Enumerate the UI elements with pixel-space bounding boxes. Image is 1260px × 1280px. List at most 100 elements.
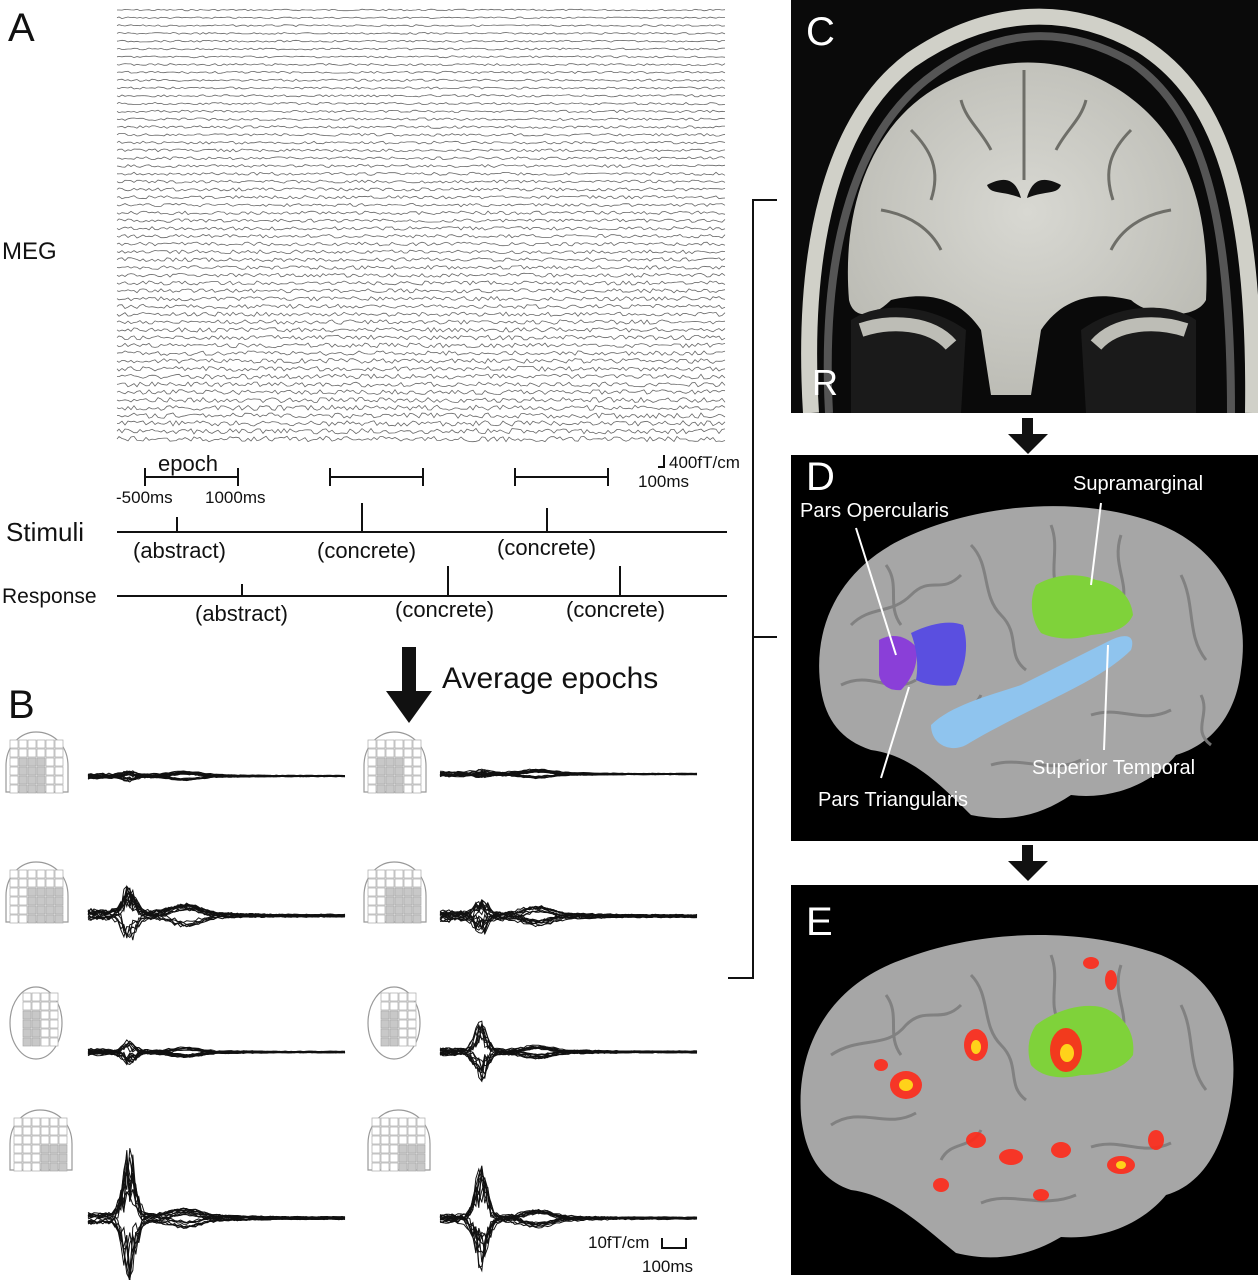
meg-trace	[116, 133, 726, 137]
meg-trace	[116, 427, 726, 435]
mri-side-label: R	[812, 362, 838, 403]
meg-label: MEG	[2, 238, 57, 265]
meg-trace	[116, 295, 726, 302]
meg-scale-time: 100ms	[638, 472, 690, 491]
meg-trace	[116, 350, 726, 356]
label-superior-temporal: Superior Temporal	[1032, 757, 1196, 779]
meg-trace	[116, 264, 726, 270]
meg-scale-amp: 400fT/cm	[669, 453, 740, 472]
arrow-c-to-d-icon	[1008, 418, 1048, 454]
panel-c-letter: C	[806, 10, 835, 54]
meg-scale-bar	[658, 455, 665, 468]
supramarginal-region	[1031, 575, 1133, 639]
average-trace	[439, 901, 698, 923]
meg-trace	[116, 241, 726, 247]
meg-trace	[116, 55, 726, 59]
meg-trace	[116, 63, 726, 67]
meg-trace	[116, 357, 726, 364]
meg-trace	[116, 117, 726, 121]
meg-trace	[116, 140, 726, 145]
average-trace	[87, 1217, 346, 1280]
meg-trace	[116, 272, 726, 278]
meg-trace	[117, 373, 726, 380]
meg-trace	[116, 396, 726, 404]
sensor-helmet-icon	[367, 1109, 431, 1172]
pars-opercularis-region	[879, 635, 917, 691]
meg-trace	[116, 47, 726, 51]
meg-trace	[116, 78, 726, 82]
meg-trace	[116, 109, 726, 114]
meg-trace	[116, 101, 726, 106]
panel-a-letter: A	[8, 6, 35, 50]
response-event-3: (concrete)	[566, 597, 666, 622]
meg-trace	[116, 381, 726, 388]
meg-trace	[116, 156, 726, 161]
leader-pars-opercularis	[855, 527, 897, 656]
average-trace	[439, 1180, 698, 1220]
meg-trace	[116, 334, 726, 341]
average-trace	[87, 913, 346, 939]
superior-temporal-region	[931, 636, 1133, 749]
leader-pars-triangularis	[880, 686, 910, 779]
meg-trace	[116, 187, 726, 192]
panel-d-letter: D	[806, 455, 835, 499]
arrow-d-to-e-icon	[1008, 845, 1048, 881]
epoch-start-label: -500ms	[116, 488, 173, 507]
avg-scale-amp: 10fT/cm	[588, 1233, 650, 1252]
average-trace	[439, 768, 697, 775]
average-trace	[87, 891, 346, 916]
epoch-bracket-3	[514, 468, 609, 486]
stimulus-event-1: (abstract)	[133, 538, 226, 563]
activation-peaks	[899, 1040, 1126, 1169]
panel-b-letter: B	[8, 683, 35, 727]
meg-trace	[116, 70, 726, 74]
stimuli-label: Stimuli	[6, 517, 85, 547]
average-trace	[87, 1044, 346, 1057]
panel-a-figure	[116, 8, 727, 597]
label-pars-triangularis: Pars Triangularis	[818, 789, 969, 811]
average-trace	[439, 1023, 698, 1054]
sensor-helmets	[5, 731, 431, 1172]
response-label: Response	[2, 585, 97, 608]
avg-scale-bar	[661, 1238, 687, 1249]
activation-cortex	[800, 935, 1234, 1258]
meg-trace	[116, 365, 726, 372]
sensor-helmet-icon	[9, 1109, 73, 1172]
response-event-1: (abstract)	[195, 601, 288, 626]
meg-trace	[116, 202, 726, 208]
response-event-2: (concrete)	[395, 597, 495, 622]
meg-trace	[116, 39, 725, 43]
meg-trace	[116, 179, 726, 184]
sensor-helmet-icon	[9, 986, 63, 1060]
average-trace	[87, 1051, 346, 1065]
meg-trace	[116, 218, 726, 223]
meg-trace	[116, 233, 726, 239]
meg-trace	[117, 8, 726, 12]
panel-b-figure	[5, 731, 698, 1280]
panel-e	[791, 885, 1258, 1275]
panel-bracket	[728, 199, 777, 979]
meg-trace	[116, 319, 726, 325]
meg-trace	[116, 94, 726, 98]
average-trace	[439, 909, 698, 926]
average-trace	[439, 771, 697, 778]
meg-trace	[116, 257, 726, 263]
meg-trace	[116, 125, 725, 129]
sensor-helmet-icon	[367, 986, 421, 1060]
meg-trace	[116, 164, 726, 169]
meg-trace	[116, 311, 726, 317]
meg-trace	[116, 148, 726, 153]
average-traces	[87, 768, 698, 1280]
sensor-helmet-icon	[363, 731, 427, 794]
meg-trace	[116, 303, 726, 310]
epoch-end-label: 1000ms	[205, 488, 266, 507]
pars-triangularis-region	[911, 622, 967, 686]
panel-d	[791, 455, 1258, 841]
meg-trace	[116, 412, 726, 419]
meg-trace	[116, 404, 726, 412]
average-trace	[87, 775, 346, 781]
meg-trace	[116, 171, 726, 176]
meg-trace	[116, 420, 726, 427]
meg-trace	[116, 226, 726, 231]
meg-trace	[116, 86, 726, 90]
